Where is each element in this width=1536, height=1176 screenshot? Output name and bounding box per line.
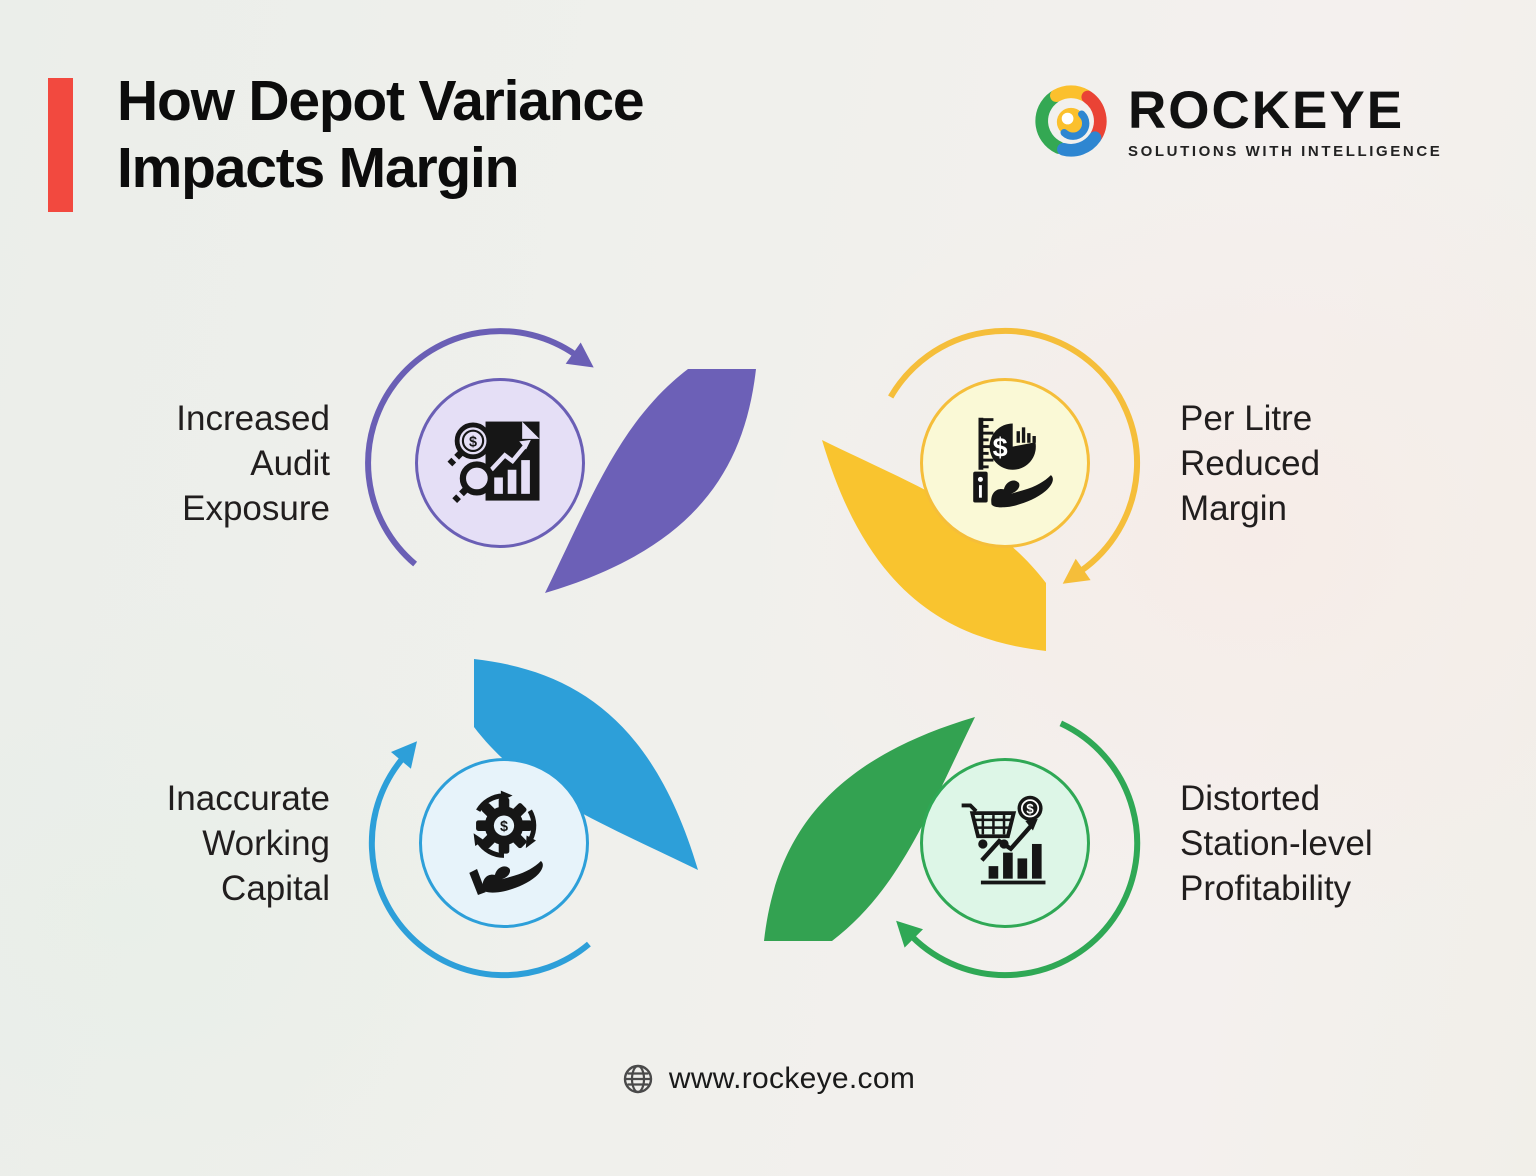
label-line: Increased bbox=[176, 399, 330, 438]
page-title: How Depot Variance Impacts Margin bbox=[117, 68, 645, 202]
arrow-icon bbox=[896, 920, 923, 948]
svg-text:$: $ bbox=[1026, 802, 1034, 817]
pinwheel-graphic bbox=[474, 369, 1046, 941]
node-circle: $ bbox=[415, 378, 585, 548]
pinwheel-blade-left bbox=[474, 659, 698, 870]
node-inaccurate-working-capital: $ bbox=[368, 741, 591, 979]
node-per-litre-reduced-margin: $ bbox=[888, 327, 1141, 584]
pinwheel-blade-top bbox=[545, 369, 756, 593]
title-line-1: How Depot Variance bbox=[117, 69, 645, 133]
title-line-2: Impacts Margin bbox=[117, 136, 519, 200]
label-line: Station-level bbox=[1180, 824, 1373, 863]
arrow-icon bbox=[565, 342, 594, 368]
node-distorted-station-level-profitability: $ bbox=[896, 720, 1141, 979]
label-line: Profitability bbox=[1180, 869, 1352, 908]
node-increased-audit-exposure: $ bbox=[365, 328, 594, 567]
node-circle: $ bbox=[920, 378, 1090, 548]
label-line: Reduced bbox=[1180, 444, 1321, 483]
label-distorted-station-level-profitability: Distorted Station-level Profitability bbox=[1180, 776, 1520, 911]
node-orbit-arrow bbox=[896, 720, 1141, 979]
label-increased-audit-exposure: Increased Audit Exposure bbox=[40, 396, 330, 531]
arrow-icon bbox=[1062, 558, 1091, 584]
globe-icon bbox=[623, 1064, 653, 1094]
label-line: Distorted bbox=[1180, 779, 1321, 818]
brand-lockup: ROCKEYE SOLUTIONS WITH INTELLIGENCE bbox=[1032, 82, 1442, 160]
node-orbit-arrow bbox=[368, 741, 591, 979]
title-accent-bar bbox=[48, 78, 73, 212]
label-line: Inaccurate bbox=[166, 779, 330, 818]
node-circle: $ bbox=[419, 758, 589, 928]
label-per-litre-reduced-margin: Per Litre Reduced Margin bbox=[1180, 396, 1520, 531]
node-orbit-arrow bbox=[888, 327, 1141, 584]
pinwheel-blade-bottom bbox=[764, 717, 975, 941]
label-line: Working bbox=[202, 824, 330, 863]
brand-name: ROCKEYE bbox=[1128, 80, 1405, 140]
svg-text:$: $ bbox=[469, 435, 477, 451]
ruler-money-hand-icon: $ bbox=[973, 417, 1053, 508]
label-line: Capital bbox=[221, 869, 330, 908]
label-line: Per Litre bbox=[1180, 399, 1313, 438]
label-line: Exposure bbox=[182, 489, 330, 528]
svg-text:$: $ bbox=[993, 432, 1008, 462]
gear-dollar-cycle-hand-icon: $ bbox=[469, 790, 543, 896]
node-circle: $ bbox=[920, 758, 1090, 928]
svg-text:$: $ bbox=[500, 819, 508, 835]
pinwheel-blade-right bbox=[822, 440, 1046, 651]
label-line: Audit bbox=[250, 444, 330, 483]
website-url: www.rockeye.com bbox=[668, 1062, 916, 1095]
arrow-icon bbox=[391, 741, 417, 769]
label-inaccurate-working-capital: Inaccurate Working Capital bbox=[40, 776, 330, 911]
footer: www.rockeye.com bbox=[0, 1062, 1536, 1096]
label-line: Margin bbox=[1180, 489, 1287, 528]
node-orbit-arrow bbox=[365, 328, 594, 567]
brand-tagline: SOLUTIONS WITH INTELLIGENCE bbox=[1128, 142, 1443, 160]
rockeye-logo-icon bbox=[1035, 85, 1107, 157]
cart-growth-chart-icon: $ bbox=[961, 795, 1046, 885]
audit-magnifier-document-icon: $ bbox=[447, 421, 540, 503]
